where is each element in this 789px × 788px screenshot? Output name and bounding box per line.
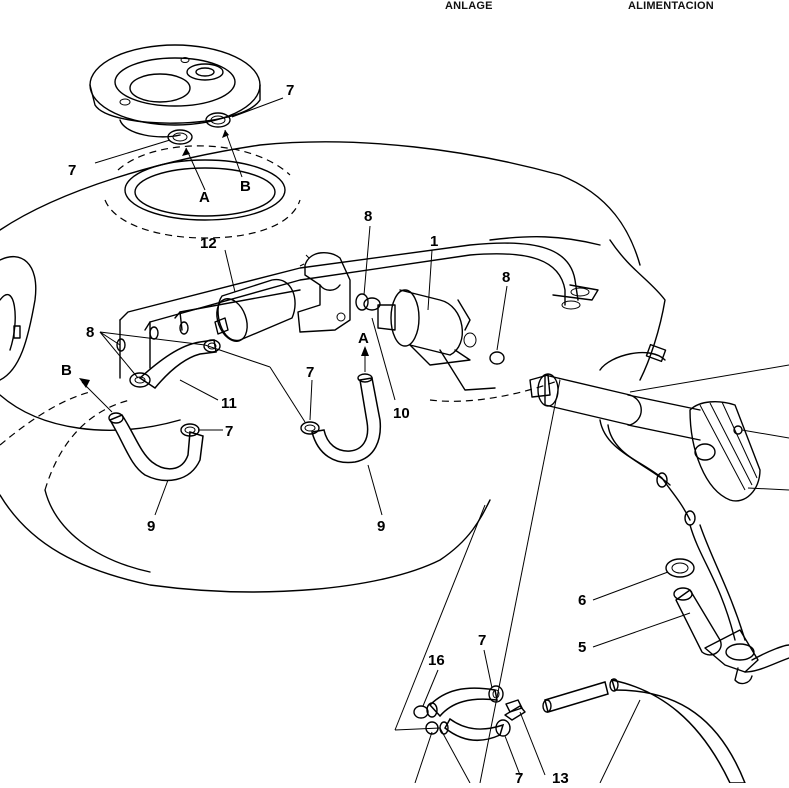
leader-bottom-mid — [479, 379, 561, 784]
mounting-bracket — [297, 252, 351, 333]
callout-8-right: 8 — [502, 269, 510, 286]
leader-11 — [179, 379, 219, 401]
arrow-a-top — [185, 147, 206, 191]
callout-5: 5 — [578, 639, 586, 656]
leader-bottom-left — [394, 504, 486, 731]
callout-11: 11 — [221, 395, 237, 412]
callout-7-bottom: 7 — [515, 770, 523, 783]
leader-7-mid-hose — [309, 379, 313, 421]
callout-13: 13 — [552, 770, 569, 783]
arrow-b-top-head — [222, 130, 229, 138]
leader-8-top — [363, 225, 371, 296]
leader-7-bottom-top — [483, 649, 493, 689]
arrow-b-left-head — [79, 378, 90, 388]
callout-12: 12 — [200, 235, 217, 252]
header-anlage: ANLAGE — [445, 0, 493, 12]
fitting-8-c — [179, 321, 189, 335]
filler-cap — [89, 44, 261, 138]
callout-7-cap-left: 7 — [68, 162, 76, 179]
o-ring-7-left — [167, 129, 193, 145]
leader-9-mid — [367, 464, 383, 516]
callout-6: 6 — [578, 592, 586, 609]
sending-unit — [665, 558, 789, 685]
leader-right-low — [747, 487, 789, 491]
leader-bottom-16b — [414, 731, 433, 784]
callout-1: 1 — [430, 233, 438, 250]
callout-8-top: 8 — [364, 208, 372, 225]
marker-b-left: B — [61, 362, 72, 379]
arrow-b-left — [81, 381, 113, 413]
leader-7-left-cap — [94, 139, 171, 164]
leader-8-left-c — [99, 331, 206, 346]
leader-6 — [592, 571, 669, 601]
hose-11 — [129, 339, 221, 389]
fuel-pump — [355, 289, 505, 391]
callout-7-cap-right: 7 — [286, 82, 294, 99]
callout-8-left: 8 — [86, 324, 94, 341]
callout-9-left: 9 — [147, 518, 155, 535]
leader-13 — [519, 711, 546, 776]
callout-9-mid: 9 — [377, 518, 385, 535]
fuel-lines — [119, 242, 599, 379]
leader-8-left-e — [269, 366, 306, 423]
leader-9-left — [154, 479, 169, 516]
leader-8-left-b — [99, 331, 139, 379]
leader-bottom-join — [394, 727, 441, 731]
leader-right-top — [629, 364, 789, 393]
strainer-sock — [689, 401, 761, 502]
leader-7-right-cap — [231, 97, 284, 118]
callout-7-left-hose: 7 — [225, 423, 233, 440]
leader-right-mid — [741, 429, 789, 439]
callout-16: 16 — [428, 652, 445, 669]
o-ring-7-right — [205, 112, 231, 128]
tank-filler-opening — [104, 145, 301, 239]
leader-1 — [427, 249, 433, 311]
callout-7-bottom-top: 7 — [478, 632, 486, 649]
o-ring-7-left-inner — [172, 132, 188, 142]
marker-a-middle: A — [358, 330, 369, 347]
pump-assembly-exploded — [529, 343, 746, 641]
o-ring-7-right-inner — [210, 115, 226, 125]
leader-7-bottom — [504, 735, 521, 776]
marker-b-top: B — [240, 178, 251, 195]
leader-16 — [422, 669, 439, 707]
header-alimentacion: ALIMENTACION — [628, 0, 714, 12]
fitting-8-b — [149, 326, 159, 340]
fuel-filter — [214, 278, 296, 342]
bottom-hose-group — [413, 678, 747, 784]
hose-9-left — [108, 412, 204, 482]
fitting-8-a — [116, 338, 126, 352]
leader-10 — [371, 317, 396, 401]
leader-bottom-right — [599, 699, 641, 784]
leader-12 — [224, 249, 236, 293]
leader-8-left-d — [204, 344, 271, 368]
leader-8-right — [496, 285, 508, 351]
leader-5 — [592, 612, 691, 648]
arrow-b-top — [224, 129, 243, 178]
arrow-a-middle-head — [361, 346, 369, 356]
leader-8-left-a — [99, 331, 121, 346]
leader-bottom-join-b — [439, 727, 471, 784]
fuel-tank — [0, 141, 666, 593]
hose-9-middle — [300, 373, 382, 464]
marker-a-top: A — [199, 189, 210, 206]
callout-7-mid-hose: 7 — [306, 364, 314, 381]
callout-10: 10 — [393, 405, 410, 422]
arrow-a-top-head — [182, 148, 190, 156]
